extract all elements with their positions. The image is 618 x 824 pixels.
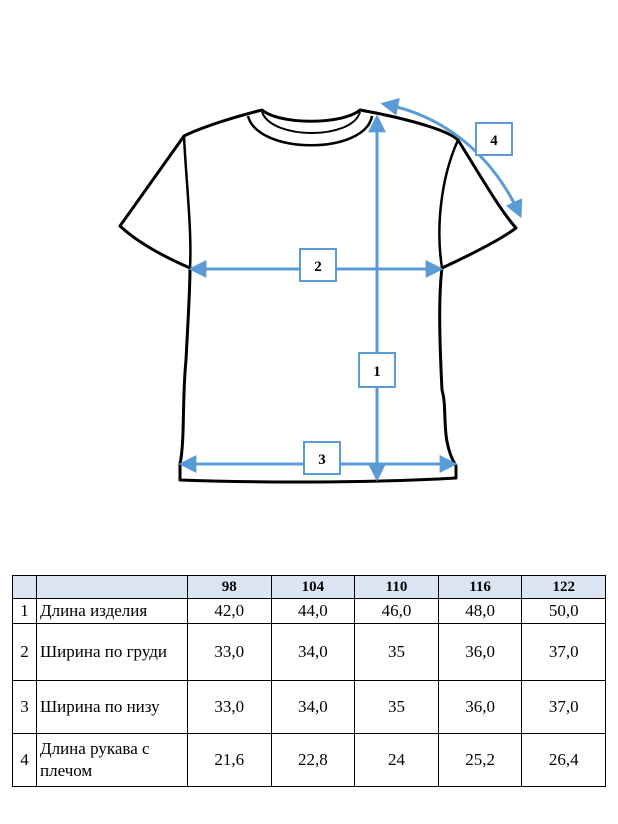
table-row: 1 Длина изделия 42,0 44,0 46,0 48,0 50,0 [12, 598, 606, 624]
row-name: Ширина по груди [36, 623, 188, 681]
size-110: 110 [354, 575, 439, 599]
row-name: Ширина по низу [36, 680, 188, 734]
cell-value: 48,0 [437, 598, 523, 624]
row-index: 1 [12, 598, 37, 624]
cell-value: 22,8 [270, 733, 356, 787]
label-box-4: 4 [475, 122, 513, 156]
cell-value: 34,0 [270, 623, 356, 681]
collar-inner [261, 111, 361, 134]
cell-value: 25,2 [437, 733, 523, 787]
cell-value: 46,0 [354, 598, 439, 624]
row-name: Длина изделия [36, 598, 188, 624]
label-box-3: 3 [303, 441, 341, 475]
cell-value: 36,0 [437, 623, 523, 681]
tshirt-diagram: 1 2 3 4 [118, 97, 523, 484]
size-104: 104 [270, 575, 356, 599]
table-row: 2 Ширина по груди 33,0 34,0 35 36,0 37,0 [12, 623, 606, 681]
size-table: 98 104 110 116 122 1 Длина изделия 42,0 … [12, 575, 606, 787]
row-index: 4 [12, 733, 37, 787]
cell-value: 33,0 [187, 680, 272, 734]
cell-value: 42,0 [187, 598, 272, 624]
cell-value: 37,0 [521, 680, 606, 734]
size-header-row: 98 104 110 116 122 [12, 575, 606, 599]
cell-value: 36,0 [437, 680, 523, 734]
table-row: 3 Ширина по низу 33,0 34,0 35 36,0 37,0 [12, 680, 606, 734]
cell-value: 35 [354, 623, 439, 681]
size-98: 98 [187, 575, 272, 599]
size-116: 116 [437, 575, 523, 599]
measure-line-4 [380, 97, 523, 219]
svg-text:1: 1 [373, 364, 381, 380]
table-row: 4 Длина рукава с плечом 21,6 22,8 24 25,… [12, 733, 606, 787]
label-box-2: 2 [299, 248, 337, 282]
tshirt-outline [118, 108, 518, 484]
cell-value: 35 [354, 680, 439, 734]
cell-value: 33,0 [187, 623, 272, 681]
cell-value: 26,4 [521, 733, 606, 787]
label-box-1: 1 [358, 352, 396, 388]
size-122: 122 [521, 575, 606, 599]
collar-outer [246, 115, 374, 147]
cell-value: 37,0 [521, 623, 606, 681]
header-blank-name [36, 575, 188, 599]
row-index: 3 [12, 680, 37, 734]
svg-text:3: 3 [318, 452, 326, 468]
header-blank-index [12, 575, 37, 599]
cell-value: 44,0 [270, 598, 356, 624]
svg-text:2: 2 [314, 259, 322, 275]
cell-value: 34,0 [270, 680, 356, 734]
row-index: 2 [12, 623, 37, 681]
left-sleeve-seam [182, 135, 192, 269]
cell-value: 50,0 [521, 598, 606, 624]
row-name: Длина рукава с плечом [36, 733, 188, 787]
cell-value: 21,6 [187, 733, 272, 787]
svg-text:4: 4 [490, 133, 498, 149]
cell-value: 24 [354, 733, 439, 787]
